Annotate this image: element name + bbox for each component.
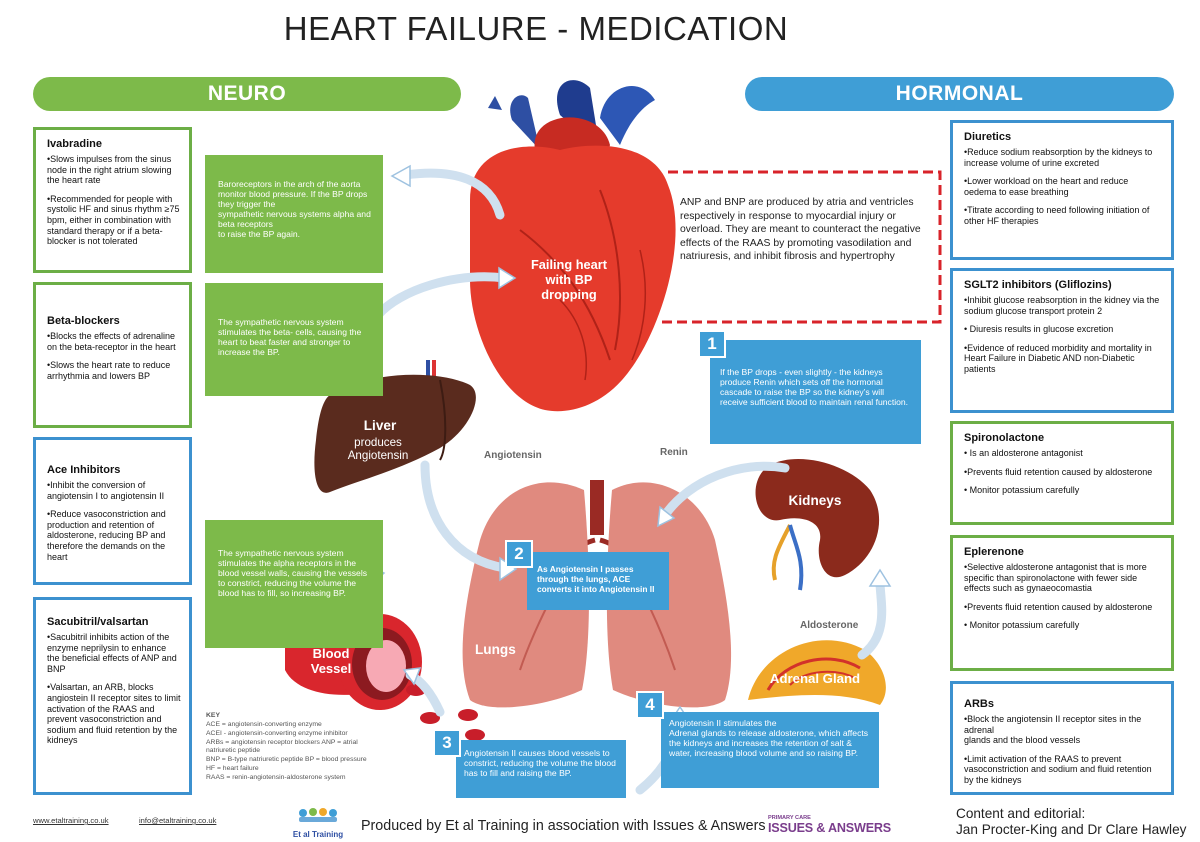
key-item: HF = heart failure	[206, 764, 259, 772]
produced-by: Produced by Et al Training in associatio…	[361, 818, 766, 834]
key-item: ACEI - angiotensin-converting enzyme inh…	[206, 729, 348, 737]
card-text: •Evidence of reduced morbidity and morta…	[964, 342, 1152, 374]
page-title: HEART FAILURE - MEDICATION	[283, 10, 789, 47]
card-title: Eplerenone	[964, 546, 1024, 558]
card-text: •Block the angiotensin II receptor sites…	[964, 714, 1142, 746]
card-text: •Lower workload on the heart and reduce …	[964, 176, 1129, 197]
email-link[interactable]: info@etaltraining.co.uk	[139, 816, 217, 825]
et-al-training-logo: Et al Training	[285, 808, 351, 840]
blood-vessel-label: Blood Vessel	[310, 646, 352, 676]
card-text: •Recommended for people with systolic HF…	[47, 193, 180, 247]
liver-illustration	[314, 360, 476, 493]
step-2-number: 2	[505, 540, 533, 568]
adrenal-label: Adrenal Gland	[769, 671, 861, 686]
card-beta-blockers: Beta-blockers •Blocks the effects of adr…	[33, 282, 192, 428]
kidney-illustration	[755, 459, 880, 591]
sympathetic-beta-box: The sympathetic nervous system stimulate…	[205, 283, 383, 396]
card-text: •Slows impulses from the sinus node in t…	[47, 154, 172, 186]
step-4-number: 4	[636, 691, 664, 719]
card-eplerenone: Eplerenone •Selective aldosterone antago…	[950, 535, 1174, 671]
card-diuretics: Diuretics •Reduce sodium reabsorption by…	[950, 120, 1174, 260]
website-link[interactable]: www.etaltraining.co.uk	[33, 816, 109, 825]
card-sacubitril-valsartan: Sacubitril/valsartan •Sacubitril inhibit…	[33, 597, 192, 795]
credits-line-1: Content and editorial:	[956, 806, 1086, 821]
issues-answers-logo: PRIMARY CARE ISSUES & ANSWERS	[768, 815, 891, 835]
card-title: Spironolactone	[964, 432, 1045, 444]
card-sglt2: SGLT2 inhibitors (Gliflozins) •Inhibit g…	[950, 268, 1174, 413]
card-text: •Slows the heart rate to reduce arrhythm…	[47, 360, 171, 381]
credits: Content and editorial: Jan Procter-King …	[956, 806, 1186, 838]
neuro-banner: NEURO	[33, 77, 461, 111]
card-text: •Reduce sodium reabsorption by the kidne…	[964, 147, 1153, 168]
card-text: • Diuresis results in glucose excretion	[964, 324, 1114, 335]
card-text: •Selective aldosterone antagonist that i…	[964, 562, 1147, 594]
renin-label: Renin	[660, 447, 688, 458]
card-text: •Prevents fluid retention caused by aldo…	[964, 466, 1153, 477]
key-heading: KEY	[206, 712, 220, 719]
card-title: SGLT2 inhibitors (Gliflozins)	[964, 279, 1112, 291]
card-text: •Limit activation of the RAAS to prevent…	[964, 753, 1152, 785]
liver-title: Liver	[363, 418, 397, 433]
sympathetic-alpha-box: The sympathetic nervous system stimulate…	[205, 520, 383, 648]
card-ivabradine: Ivabradine •Slows impulses from the sinu…	[33, 127, 192, 273]
dashed-connector	[662, 170, 942, 324]
key-legend: KEY ACE = angiotensin-converting enzyme …	[206, 712, 376, 783]
key-item: BNP = B-type natriuretic peptide BP = bl…	[206, 756, 367, 764]
card-title: Beta-blockers	[47, 315, 120, 327]
card-text: • Is an aldosterone antagonist	[964, 448, 1083, 458]
card-text: •Blocks the effects of adrenaline on the…	[47, 331, 176, 352]
card-title: Ace Inhibitors	[47, 464, 121, 476]
step-3-box: Angiotensin II causes blood vessels to c…	[456, 740, 626, 798]
liver-subtitle: produces Angiotensin	[347, 436, 409, 463]
card-text: •Sacubitril inhibits action of the enzym…	[47, 632, 177, 674]
key-item: ACE = angiotensin-converting enzyme	[206, 720, 322, 728]
card-arbs: ARBs •Block the angiotensin II receptor …	[950, 681, 1174, 795]
card-text: • Monitor potassium carefully	[964, 620, 1080, 631]
heart-label: Failing heart with BP dropping	[530, 257, 608, 302]
lungs-label: Lungs	[475, 642, 516, 657]
card-text: •Inhibit the conversion of angiotensin I…	[47, 480, 165, 501]
key-item: ARBs = angiotensin receptor blockers ANP…	[206, 738, 358, 755]
card-text: •Titrate according to need following ini…	[964, 205, 1150, 226]
card-title: ARBs	[964, 698, 994, 710]
step-2-box: As Angiotensin I passes through the lung…	[527, 552, 669, 610]
card-spironolactone: Spironolactone • Is an aldosterone antag…	[950, 421, 1174, 525]
hormonal-banner: HORMONAL	[745, 77, 1174, 111]
et-al-logo-text: Et al Training	[292, 830, 344, 839]
kidneys-label: Kidneys	[788, 493, 842, 508]
step-1-number: 1	[698, 330, 726, 358]
card-title: Diuretics	[964, 131, 1012, 143]
heart-illustration	[470, 80, 676, 412]
card-title: Sacubitril/valsartan	[47, 616, 149, 628]
adrenal-illustration	[748, 640, 886, 705]
card-text: •Prevents fluid retention caused by aldo…	[964, 601, 1153, 612]
anp-bnp-text: ANP and BNP are produced by atria and ve…	[680, 197, 921, 263]
ia-logo-small: PRIMARY CARE	[768, 815, 811, 821]
step-1-box: If the BP drops - even slightly - the ki…	[710, 340, 921, 444]
people-icon	[299, 808, 337, 822]
aldosterone-label: Aldosterone	[800, 620, 859, 631]
step-3-number: 3	[433, 729, 461, 757]
card-title: Ivabradine	[47, 138, 103, 150]
card-ace-inhibitors: Ace Inhibitors •Inhibit the conversion o…	[33, 437, 192, 585]
key-item: RAAS = renin-angiotensin-aldosterone sys…	[206, 773, 346, 781]
ia-logo-text: ISSUES & ANSWERS	[768, 821, 891, 835]
card-text: •Reduce vasoconstriction and production …	[47, 509, 166, 562]
credits-line-2: Jan Procter-King and Dr Clare Hawley	[956, 822, 1187, 837]
card-text: • Monitor potassium carefully	[964, 485, 1080, 496]
angiotensin-label: Angiotensin	[484, 450, 542, 461]
card-text: •Inhibit glucose reabsorption in the kid…	[964, 295, 1160, 316]
card-text: •Valsartan, an ARB, blocks angiostein II…	[47, 682, 181, 746]
baroreceptors-box: Baroreceptors in the arch of the aorta m…	[205, 155, 383, 273]
step-4-box: Angiotensin II stimulates the Adrenal gl…	[661, 712, 879, 788]
